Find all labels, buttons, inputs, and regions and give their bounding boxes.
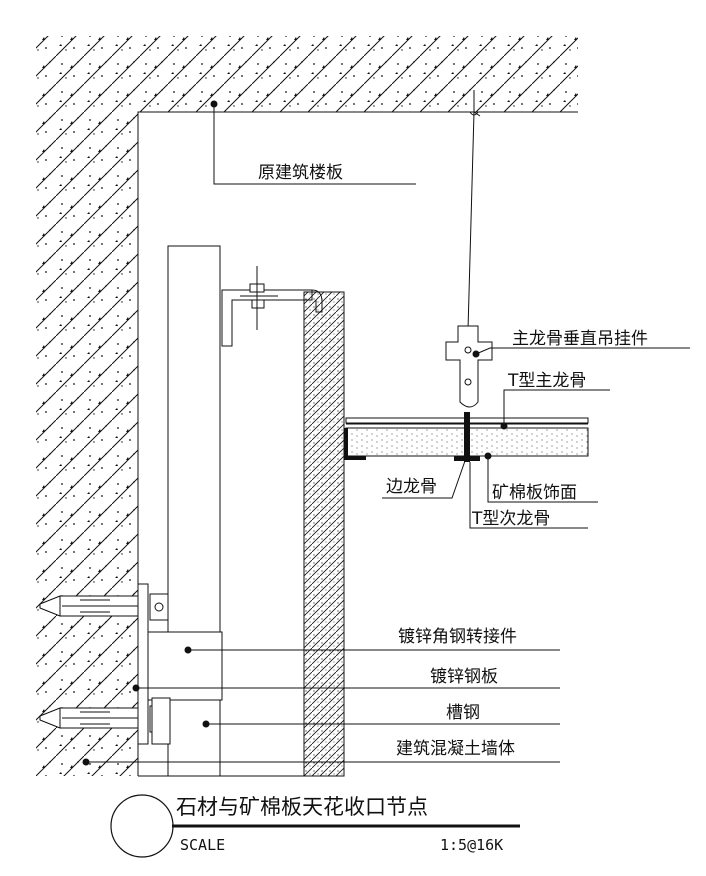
label-edge-keel: 边龙骨 <box>386 477 437 497</box>
scale-label: SCALE <box>180 836 225 854</box>
title-block: 石材与矿棉板天花收口节点 SCALE 1:5@16K <box>110 794 520 858</box>
label-t-main-keel: T型主龙骨 <box>507 371 586 391</box>
galvanized-steel-plate <box>137 583 149 745</box>
leader-lines <box>86 104 690 763</box>
title-circle <box>110 794 174 858</box>
angle-bracket <box>221 266 323 347</box>
edge-keel <box>344 428 366 460</box>
finish-wall-column <box>303 291 345 777</box>
label-mineral-panel: 矿棉板饰面 <box>492 483 577 503</box>
label-floor-slab: 原建筑楼板 <box>258 163 343 183</box>
label-angle-connector: 镀锌角钢转接件 <box>398 627 517 647</box>
label-t-secondary-keel: T型次龙骨 <box>471 509 550 529</box>
label-channel-steel: 槽钢 <box>446 703 480 723</box>
scale-value: 1:5@16K <box>440 836 503 854</box>
anchor-bolt-lower <box>39 705 169 733</box>
hanger-rod <box>467 111 475 331</box>
hanger-clip <box>445 325 493 408</box>
concrete-slab-and-wall <box>36 36 578 776</box>
channel-steel <box>151 697 171 745</box>
t-secondary-keel <box>464 412 470 462</box>
angle-steel-connector <box>147 631 223 701</box>
label-concrete-wall: 建筑混凝土墙体 <box>396 739 515 759</box>
label-steel-plate: 镀锌钢板 <box>430 667 498 687</box>
drawing-title: 石材与矿棉板天花收口节点 <box>176 795 428 819</box>
anchor-bolt-upper <box>39 593 169 621</box>
label-hanger: 主龙骨垂直吊挂件 <box>512 329 648 349</box>
